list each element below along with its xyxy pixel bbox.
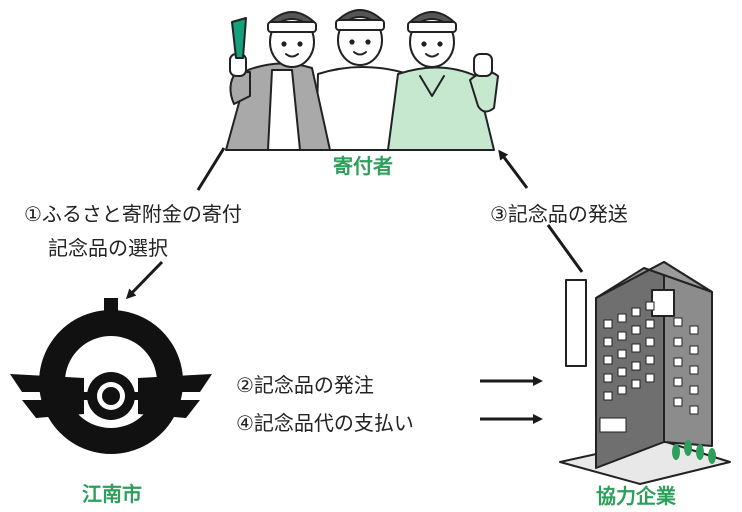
donation-label-line1: ①ふるさと寄附金の寄付 <box>24 202 242 226</box>
city-label: 江南市 <box>82 482 142 506</box>
shipping-arrow-upper <box>498 149 529 189</box>
payment-label: ④記念品代の支払い <box>236 411 414 435</box>
company-label: 協力企業 <box>596 484 676 508</box>
donor-label: 寄付者 <box>333 154 393 178</box>
shipping-arrow-lower <box>546 224 584 273</box>
donation-arrow-lower <box>125 260 164 300</box>
shipping-label: ③記念品の発送 <box>490 202 628 226</box>
order-label: ②記念品の発注 <box>236 373 374 397</box>
donation-arrow-upper <box>196 147 226 191</box>
donation-label-line2: 記念品の選択 <box>48 236 168 260</box>
